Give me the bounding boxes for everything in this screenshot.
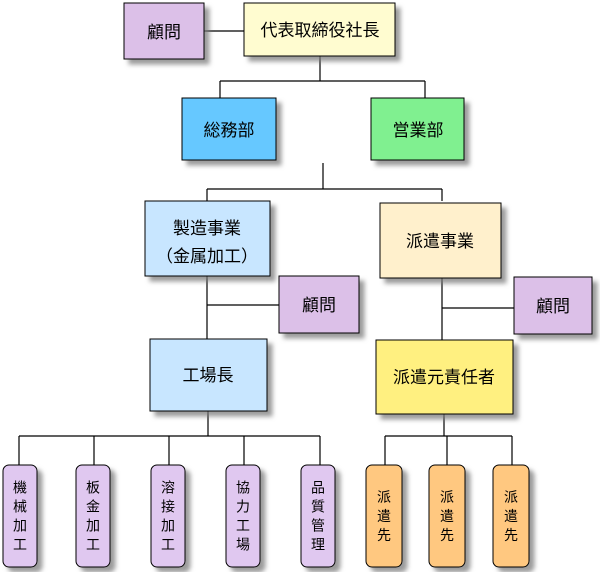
factory-unit-box-1-label: 機械加工 <box>13 481 27 554</box>
factory-unit-box-3-label: 溶接加工 <box>161 481 175 554</box>
dispatch-division-box: 派遣事業 <box>379 202 502 279</box>
top-executive-label: 代表取締役社長 <box>261 21 380 41</box>
connector-top-to-departments <box>219 56 426 98</box>
manufacturing-division-label-line1: 製造事業 <box>173 219 241 239</box>
dispatch-site-box-2: 派遣先 <box>428 464 466 568</box>
advisor-dispatch-label: 顧問 <box>536 297 570 317</box>
dispatch-site-box-3: 派遣先 <box>492 464 530 568</box>
dispatch-division-label: 派遣事業 <box>406 232 474 252</box>
top-executive-box: 代表取締役社長 <box>243 2 396 57</box>
connector-lines <box>18 30 514 465</box>
connector-departments-to-divisions <box>206 163 443 201</box>
dispatch-site-box-2-label: 派遣先 <box>440 490 454 544</box>
unit-boxes: 機械加工 板金加工 溶接加工 協力工場 品質管理 派遣先 派遣先 派遣先 <box>2 464 530 568</box>
factory-unit-box-5: 品質管理 <box>300 464 336 568</box>
factory-unit-box-2-label: 板金加工 <box>86 481 100 554</box>
manufacturing-division-box: 製造事業 （金属加工） <box>144 200 271 277</box>
connector-dispatch-chain <box>441 278 514 340</box>
advisor-manufacturing-box: 顧問 <box>278 275 360 334</box>
factory-unit-box-1: 機械加工 <box>2 464 38 568</box>
dispatch-manager-box: 派遣元責任者 <box>375 339 514 415</box>
connector-manufacturing-chain <box>206 276 279 339</box>
factory-unit-box-5-label: 品質管理 <box>311 481 325 554</box>
factory-unit-box-2: 板金加工 <box>75 464 111 568</box>
factory-unit-box-3: 溶接加工 <box>150 464 186 568</box>
manufacturing-division-label-line2: （金属加工） <box>156 247 258 267</box>
factory-unit-box-4: 協力工場 <box>225 464 261 568</box>
factory-manager-box: 工場長 <box>149 338 268 412</box>
dispatch-site-box-1-label: 派遣先 <box>377 490 391 544</box>
factory-unit-box-4-label: 協力工場 <box>236 481 250 554</box>
connector-factory-units <box>18 411 321 465</box>
sales-box: 営業部 <box>370 97 465 161</box>
dispatch-manager-label: 派遣元責任者 <box>393 368 495 388</box>
connector-dispatch-sites <box>384 414 513 465</box>
dispatch-site-box-1: 派遣先 <box>365 464 403 568</box>
general-affairs-label: 総務部 <box>204 121 255 141</box>
advisor-top-box: 顧問 <box>123 2 205 60</box>
advisor-dispatch-box: 顧問 <box>513 276 593 335</box>
advisor-manufacturing-label: 顧問 <box>302 296 336 316</box>
dispatch-site-box-3-label: 派遣先 <box>504 490 518 544</box>
factory-manager-label: 工場長 <box>183 366 234 386</box>
advisor-top-label: 顧問 <box>147 23 181 43</box>
sales-label: 営業部 <box>393 121 444 141</box>
general-affairs-box: 総務部 <box>181 97 277 161</box>
